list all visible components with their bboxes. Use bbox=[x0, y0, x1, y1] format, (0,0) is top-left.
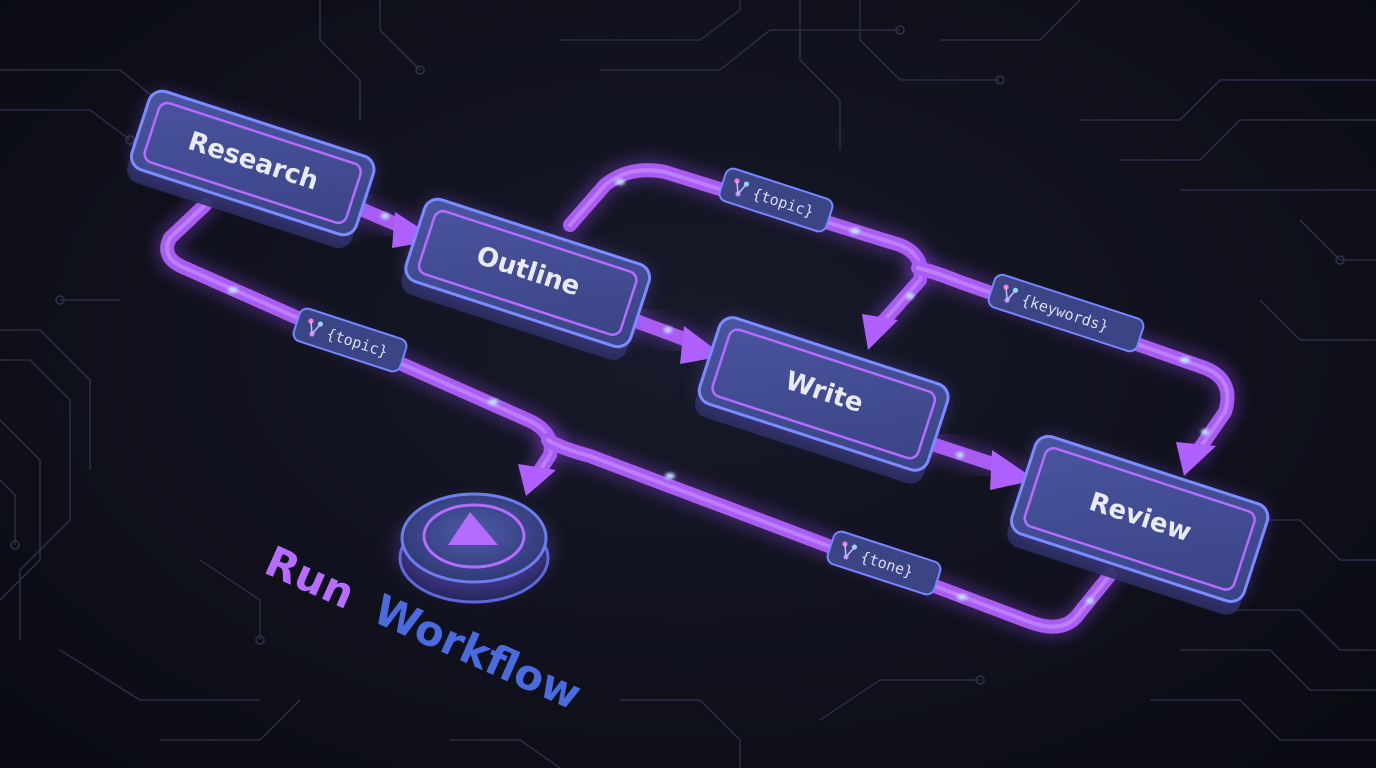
node-research[interactable]: Research bbox=[123, 87, 377, 251]
run-workflow-button[interactable] bbox=[396, 492, 552, 604]
arrow-into-review bbox=[1176, 442, 1216, 476]
variable-chip-tone[interactable]: {tone} bbox=[825, 530, 942, 597]
play-icon bbox=[448, 512, 498, 545]
branch-icon bbox=[734, 178, 750, 197]
node-review[interactable]: Review bbox=[1004, 433, 1272, 619]
node-write[interactable]: Write bbox=[691, 314, 951, 487]
node-outline[interactable]: Outline bbox=[398, 196, 653, 364]
run-label-first: Run bbox=[258, 536, 362, 618]
variable-chip-topic-left[interactable]: {topic} bbox=[291, 307, 408, 374]
arrow-into-write bbox=[862, 314, 898, 350]
variable-chip-topic-top[interactable]: {topic} bbox=[717, 167, 834, 234]
variable-chip-keywords[interactable]: {keywords} bbox=[987, 273, 1146, 354]
branch-icon bbox=[1003, 284, 1019, 303]
arrow-into-run bbox=[518, 464, 556, 496]
run-label-second: Workflow bbox=[366, 585, 588, 720]
branch-icon bbox=[842, 541, 858, 560]
flow-dots bbox=[228, 179, 1209, 604]
branch-icon bbox=[308, 318, 324, 337]
